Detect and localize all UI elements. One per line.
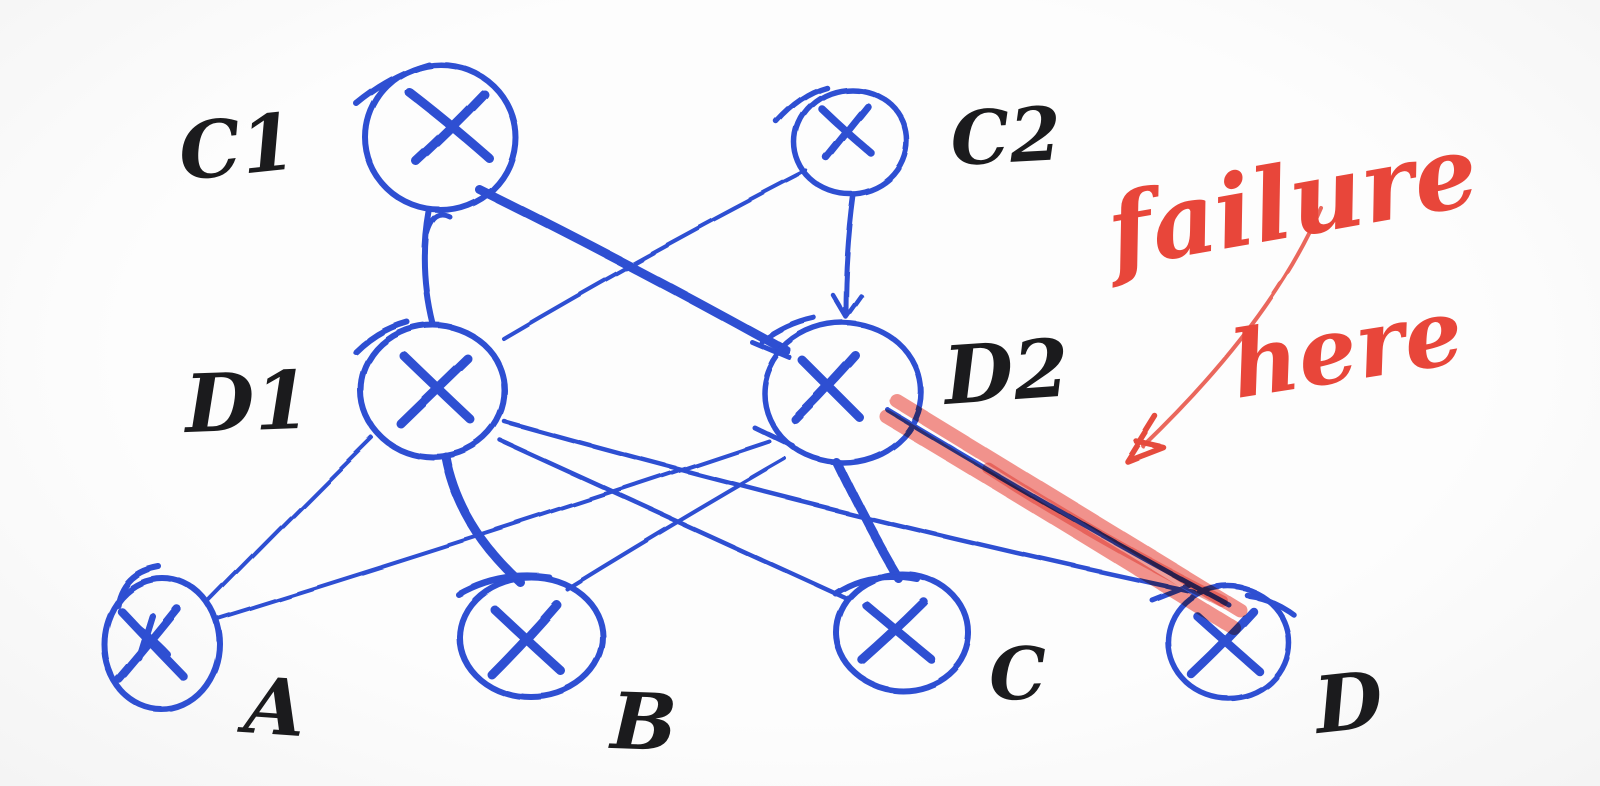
node-circle bbox=[791, 86, 911, 198]
pen-hook bbox=[455, 572, 552, 597]
node-circle bbox=[362, 61, 518, 213]
node-label-D2: D2 bbox=[939, 320, 1072, 423]
x-mark bbox=[486, 599, 561, 679]
edge-D1-C bbox=[498, 438, 850, 602]
node-label-C: C bbox=[988, 630, 1048, 717]
edge-C2-D2 bbox=[843, 193, 857, 318]
arrowhead-into-C1 bbox=[424, 212, 453, 236]
pen-hook bbox=[759, 315, 817, 345]
edge-D2-A bbox=[217, 439, 771, 620]
node-label-C2: C2 bbox=[948, 91, 1063, 183]
edge-D1-A bbox=[205, 435, 373, 604]
x-mark-scribble bbox=[130, 621, 172, 659]
node-label-A: A bbox=[235, 660, 309, 755]
failure-arrow bbox=[1124, 206, 1323, 464]
edge-D1-B bbox=[441, 452, 525, 587]
node-D2 bbox=[759, 315, 925, 466]
edge-D2-B bbox=[565, 457, 787, 591]
node-label-D: D bbox=[1308, 654, 1387, 752]
edge-D1-D bbox=[502, 419, 1197, 595]
edge-D2-C bbox=[832, 458, 904, 584]
x-mark bbox=[404, 87, 494, 163]
node-circle bbox=[1165, 583, 1291, 701]
failure-note-line2: here bbox=[1224, 277, 1470, 420]
pen-hook bbox=[114, 563, 161, 608]
x-mark-scribble bbox=[135, 612, 156, 662]
edge-C1-D1 bbox=[421, 209, 436, 327]
node-C1 bbox=[353, 61, 518, 213]
node-D bbox=[1165, 583, 1296, 701]
pen-hook bbox=[1244, 592, 1296, 617]
node-circle bbox=[101, 575, 223, 713]
x-mark bbox=[114, 604, 182, 684]
pen-hook bbox=[353, 61, 431, 106]
node-A bbox=[101, 563, 223, 713]
failure-highlight-stroke bbox=[982, 462, 1228, 607]
x-mark bbox=[411, 89, 489, 166]
node-label-C1: C1 bbox=[174, 96, 299, 199]
x-mark bbox=[798, 356, 866, 424]
node-label-B: B bbox=[607, 676, 678, 769]
node-C bbox=[833, 572, 972, 694]
arrowhead-into-D2 bbox=[830, 292, 864, 320]
node-B bbox=[455, 572, 606, 700]
x-mark bbox=[822, 102, 871, 161]
x-mark bbox=[1186, 606, 1258, 679]
node-circle bbox=[761, 320, 925, 466]
node-D1 bbox=[353, 319, 508, 460]
failure-highlight-stroke bbox=[880, 410, 1242, 636]
pen-hook bbox=[833, 574, 921, 597]
x-mark bbox=[858, 598, 930, 666]
pen-tick bbox=[749, 339, 793, 361]
node-C2 bbox=[773, 84, 911, 198]
x-mark bbox=[791, 351, 861, 425]
failure-arrowhead bbox=[1124, 413, 1166, 464]
node-label-D1: D1 bbox=[181, 353, 311, 451]
node-circle bbox=[358, 322, 508, 460]
pen-hook bbox=[773, 84, 829, 124]
edge-C2-D1 bbox=[501, 169, 808, 340]
failure-arrow-shaft bbox=[1141, 206, 1323, 448]
node-labels: C1 C2 D1 D2 A B C D bbox=[174, 91, 1387, 769]
failure-highlight bbox=[880, 394, 1248, 636]
pen-hook bbox=[353, 319, 410, 355]
x-mark bbox=[396, 354, 473, 429]
